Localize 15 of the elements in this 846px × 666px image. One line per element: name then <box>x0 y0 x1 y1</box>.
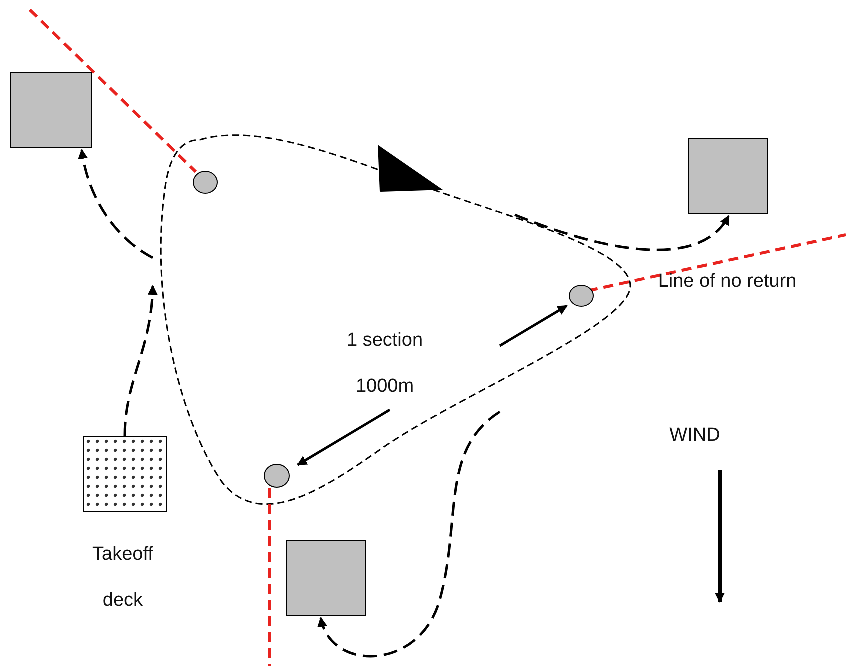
landing-field <box>286 540 366 616</box>
pylon-marker <box>569 285 594 307</box>
node-caption: Takeoff deck <box>92 543 154 613</box>
takeoff-deck <box>83 436 167 512</box>
boundary-label: Line of no return <box>657 270 798 294</box>
wind-label: WIND <box>668 424 722 448</box>
flight-path-arrow <box>318 411 501 658</box>
pylon-marker <box>193 171 218 194</box>
flight-path-arrow <box>514 214 730 252</box>
pylon-marker <box>264 464 290 488</box>
landing-field <box>10 72 92 148</box>
landing-field <box>688 138 768 214</box>
flight-path-arrow <box>124 285 158 436</box>
flight-path-arrow <box>78 149 154 260</box>
distance-label: 1 section 1000m <box>346 329 424 399</box>
